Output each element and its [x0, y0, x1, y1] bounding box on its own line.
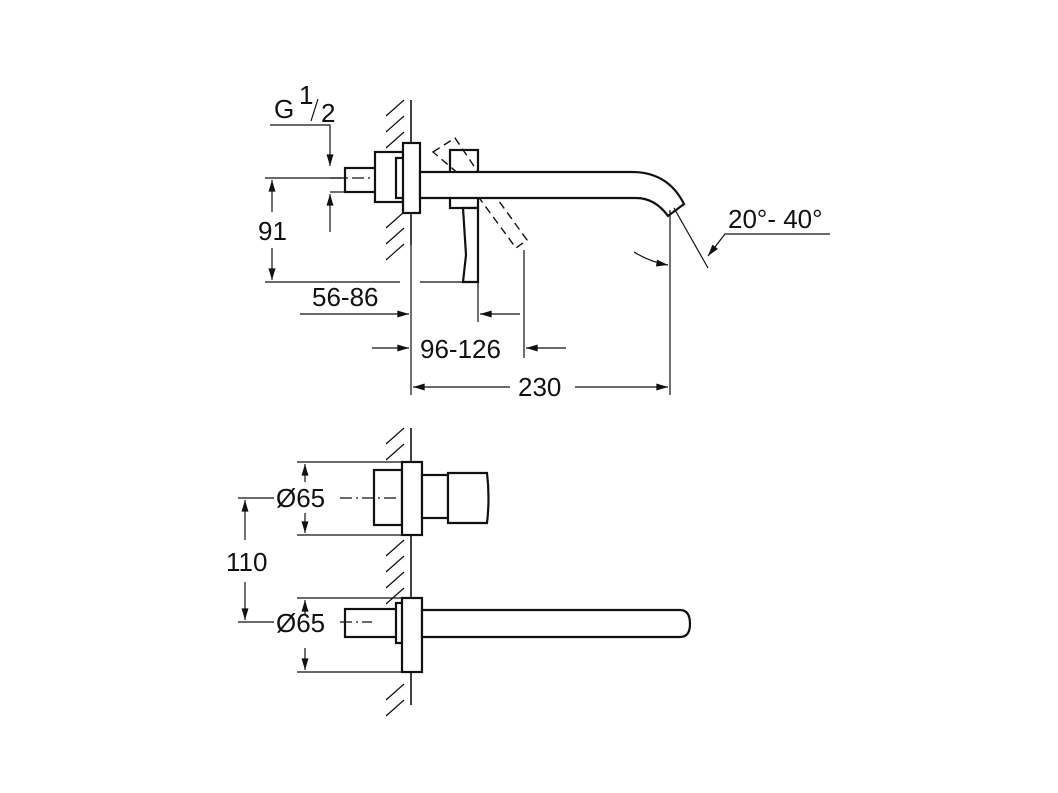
wall-hatch [385, 427, 405, 717]
hatch-line [385, 539, 405, 557]
lower-diameter-label: Ø65 [276, 608, 325, 638]
hatch-line [385, 99, 405, 117]
upper-diameter-label: Ø65 [276, 483, 325, 513]
hatch-line [385, 115, 405, 133]
hatch-line [385, 555, 405, 573]
side-view: G 1 2 91 56-86 96-126 230 20°- 40° [258, 80, 830, 402]
hatch-line [385, 699, 405, 717]
angle-line [673, 207, 709, 269]
hatch-line [385, 587, 405, 605]
hatch-line [385, 227, 405, 245]
hatch-line [385, 243, 405, 261]
thread-numerator: 1 [299, 80, 313, 110]
inlet-pipe [343, 607, 399, 639]
projection-dim-label: 230 [518, 372, 561, 402]
lever [461, 206, 480, 284]
hatch-line [385, 131, 405, 149]
spout [420, 608, 692, 639]
handle-knob [446, 471, 490, 525]
handle-neck [420, 473, 450, 520]
spacing-dim-label: 110 [226, 547, 267, 577]
thread-denominator: 2 [321, 98, 335, 128]
angle-leader [707, 233, 830, 257]
wall-hatch [385, 99, 405, 261]
wall-flange [401, 141, 422, 215]
hatch-line [385, 571, 405, 589]
spout-flange [400, 596, 424, 674]
hatch-line [385, 683, 405, 701]
hatch-line [385, 211, 405, 229]
thread-slash [310, 98, 319, 122]
angle-dim-label: 20°- 40° [728, 204, 823, 234]
thread-label: G [274, 94, 294, 124]
wall-to-lever-dim-label: 56-86 [312, 282, 379, 312]
handle-flange [400, 460, 424, 537]
hatch-line [385, 427, 405, 445]
front-view: Ø65 Ø65 110 [226, 427, 692, 717]
thread-leader [270, 124, 334, 166]
angle-arc-arrow [633, 251, 669, 267]
spout [418, 170, 686, 218]
inlet-pipe [343, 166, 379, 194]
hatch-line [385, 443, 405, 461]
tilt-dim-label: 96-126 [420, 334, 501, 364]
height-dim-label: 91 [258, 216, 287, 246]
